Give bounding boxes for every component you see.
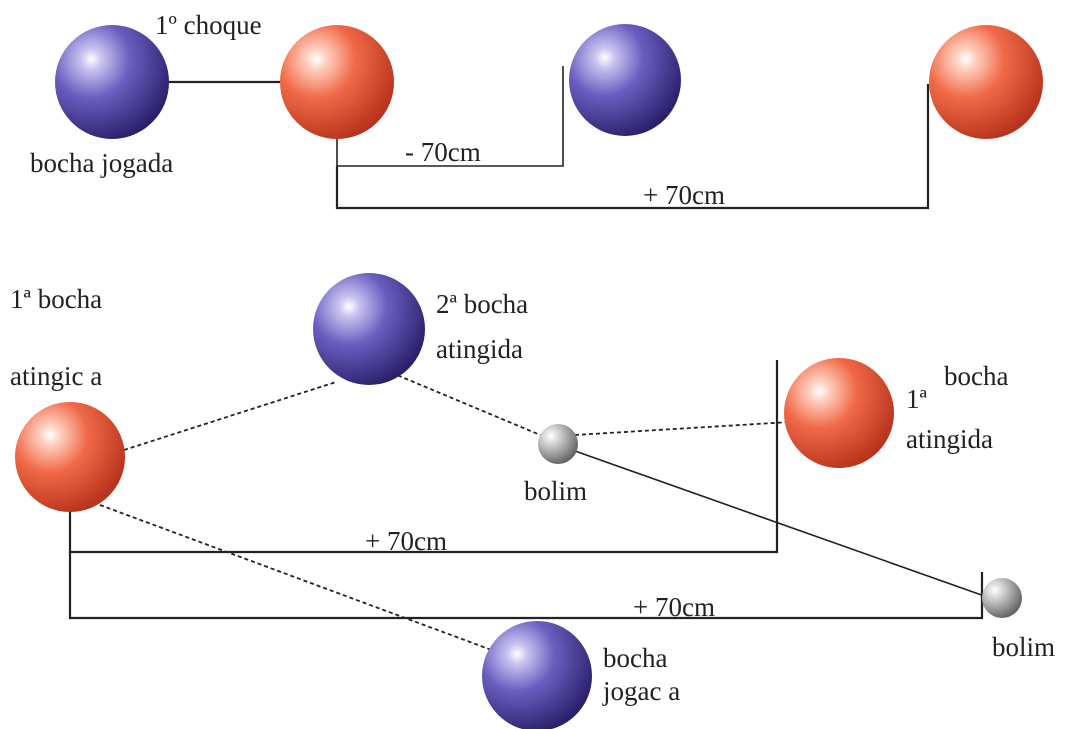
second-ball-label-line1: 2ª bocha <box>436 289 528 319</box>
right-ball-label-sup: 1ª <box>906 384 928 414</box>
plus-70-upper-bracket <box>68 360 779 554</box>
plus-70-lower-label: + 70cm <box>633 592 715 622</box>
played-ball-label: bocha jogada <box>30 148 173 178</box>
minus-70-bracket <box>336 66 564 167</box>
dash-bolim-to-right <box>574 421 791 436</box>
bolim-center-label: bolim <box>524 476 587 506</box>
plus-70-bracket <box>335 84 930 210</box>
plus-70-label: + 70cm <box>643 180 725 210</box>
right-ball-label-line1: bocha <box>944 361 1008 391</box>
bolim-path-line <box>574 450 991 599</box>
played-ball-bottom <box>482 621 592 729</box>
dash-first-to-second <box>123 381 337 451</box>
first-hit-ball <box>15 402 125 512</box>
long-position-ball <box>929 25 1043 139</box>
bolim-right <box>982 578 1022 618</box>
short-position-ball <box>569 24 681 136</box>
bolim-right-label: bolim <box>992 632 1055 662</box>
second-ball-label-line2: atingida <box>436 334 523 364</box>
first-ball-label-line2: atingic a <box>10 361 102 391</box>
first-ball-label-line1: 1ª bocha <box>10 284 102 314</box>
right-ball-label-line2: atingida <box>906 424 993 454</box>
target-ball <box>280 25 394 139</box>
second-hit-ball <box>313 273 425 385</box>
minus-70-label: - 70cm <box>405 137 481 167</box>
dash-second-to-bolim <box>384 369 546 438</box>
bolim-center <box>538 424 578 464</box>
bottom-diagram: 1ª bocha atingic a 2ª bocha atingida 1ª … <box>10 273 1055 729</box>
plus-70-lower-bracket <box>68 552 984 620</box>
played-ball-label-line2: jogac a <box>602 676 680 706</box>
dash-first-to-played <box>99 504 498 653</box>
top-diagram: 1º choque bocha jogada - 70cm + 70cm <box>30 10 1043 210</box>
played-ball <box>55 25 169 139</box>
plus-70-upper-label: + 70cm <box>365 526 447 556</box>
first-hit-label: 1º choque <box>155 10 262 40</box>
right-hit-ball <box>784 358 894 468</box>
played-ball-label-line1: bocha <box>603 643 667 673</box>
